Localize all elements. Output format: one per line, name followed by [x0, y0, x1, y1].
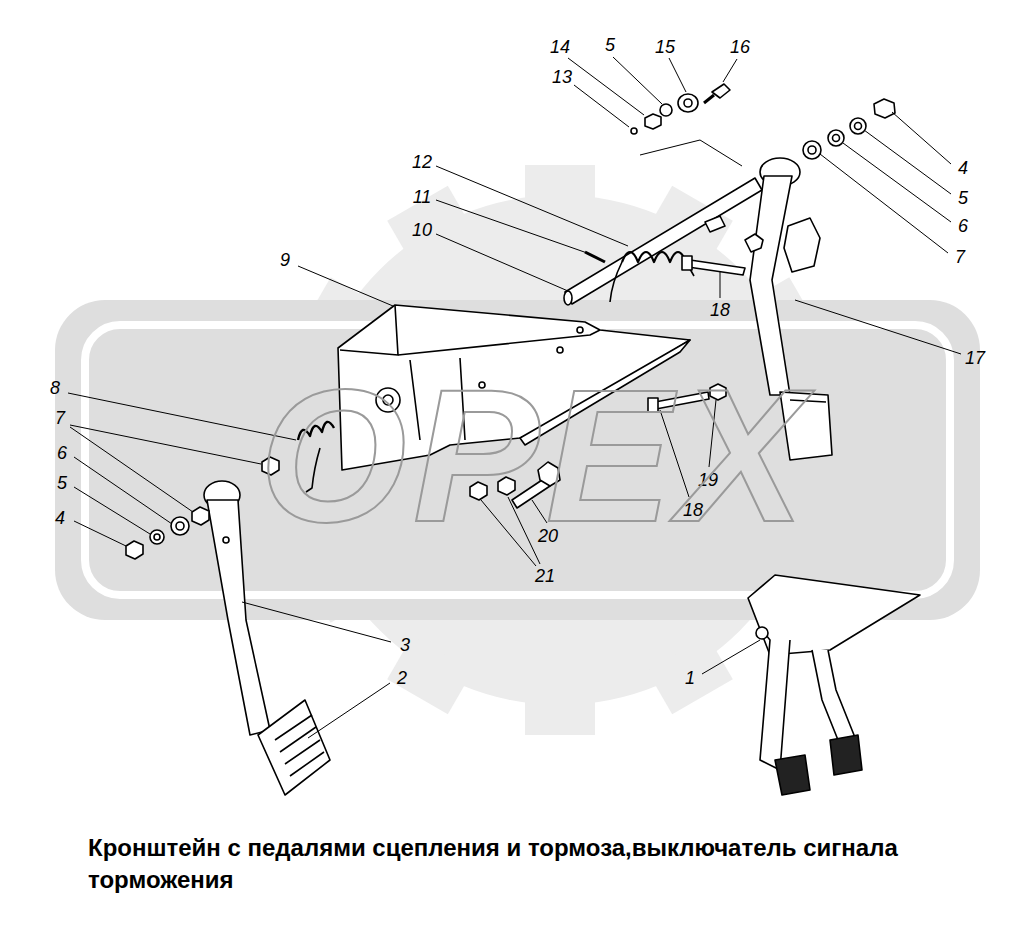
callout-number: 15: [653, 37, 677, 57]
callout-number: 11: [411, 187, 434, 207]
parts: [126, 84, 920, 795]
watermark-text: OPEX: [259, 360, 811, 550]
callout-number: 5: [956, 188, 970, 208]
callout-number: 6: [55, 443, 69, 463]
callout-number: 7: [953, 247, 967, 267]
callout-number: 21: [533, 566, 557, 586]
callout-number: 1: [683, 668, 697, 688]
callout-number: 3: [398, 635, 412, 655]
callout-number: 6: [956, 216, 970, 236]
callout-number: 18: [708, 300, 732, 320]
leader-lines: [68, 57, 961, 738]
callout-number: 4: [53, 508, 67, 528]
caption: Кронштейн с педалями сцепления и тормоза…: [88, 832, 908, 896]
callout-number: 7: [53, 408, 67, 428]
watermark-logo: [55, 165, 980, 735]
callout-number: 5: [603, 35, 617, 55]
callout-number: 9: [278, 250, 292, 270]
callout-number: 10: [410, 220, 434, 240]
callout-number: 8: [48, 378, 62, 398]
callout-number: 13: [550, 67, 574, 87]
callout-number: 2: [395, 668, 409, 688]
callout-number: 16: [728, 37, 752, 57]
callout-number: 14: [548, 37, 572, 57]
callout-number: 5: [55, 473, 69, 493]
callout-number: 17: [963, 348, 987, 368]
callout-number: 12: [410, 152, 434, 172]
callout-number: 4: [956, 158, 970, 178]
